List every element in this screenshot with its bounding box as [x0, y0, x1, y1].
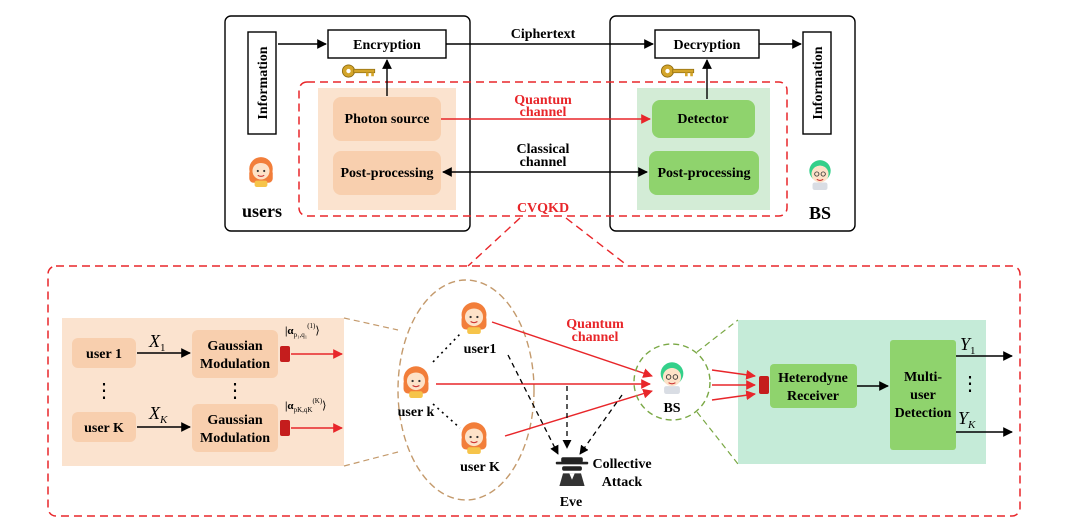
collective-attack-line1: Collective [592, 457, 651, 472]
cluster-dots-bottom [432, 403, 461, 429]
user-avatar-icon [248, 156, 274, 187]
modulation-vertical-dots: ⋮ [225, 380, 245, 402]
gaussian-modulation-1-line2: Modulation [200, 357, 270, 372]
classical-channel-label-2: channel [520, 155, 567, 170]
photon-source-box [333, 97, 441, 141]
multiuser-detection-box [890, 340, 956, 450]
qc-arrow-user1 [491, 321, 653, 378]
encryption-box [327, 29, 447, 59]
user-vertical-dots: ⋮ [94, 380, 114, 402]
quantum-channel-label-1: Quantum [514, 93, 572, 108]
gaussian-modulation-K-box [192, 404, 278, 452]
eve-tap-userK [579, 394, 623, 455]
detector-box [652, 100, 755, 138]
cvqkd-label: CVQKD [517, 201, 569, 216]
zoom-users-top [343, 317, 399, 331]
cluster-dots-top [432, 333, 461, 363]
zoom-line-right [565, 217, 629, 267]
post-processing-left-box [333, 151, 441, 195]
heterodyne-receiver-line2: Receiver [787, 389, 839, 404]
cluster-userK-label: user K [460, 460, 500, 475]
qc-arrow-userK [504, 388, 653, 437]
user-K-box [72, 412, 136, 442]
bs-panel [609, 15, 856, 232]
cluster-user1-icon [460, 301, 488, 334]
information-right-label: Information [811, 46, 826, 119]
information-right-box [802, 31, 832, 135]
alpha-1-state: |αp₁,q₁(1)⟩ [285, 322, 320, 339]
heterodyne-receiver-line1: Heterodyne [778, 371, 848, 386]
alpha-K-state: |αpK,qK(K)⟩ [285, 397, 326, 414]
zoom-line-left [467, 217, 521, 267]
cvqkd-top-dashed-frame [298, 81, 788, 217]
bottom-quantum-channel-line1: Quantum [566, 317, 624, 332]
cluster-userK-icon [460, 421, 488, 454]
bs-cluster-label: BS [663, 401, 680, 416]
classical-channel-label-1: Classical [517, 142, 570, 157]
zoom-users-bottom [343, 451, 399, 467]
decryption-label: Decryption [674, 38, 741, 53]
rx-in-arrow-3 [711, 390, 756, 401]
y1-label: Y1 [960, 334, 976, 357]
cvqkd-bottom-dashed-frame [47, 265, 1021, 517]
quantum-channel-label-2: channel [520, 105, 567, 120]
xK-label: XK [148, 403, 168, 426]
cluster-userk-icon [402, 365, 430, 398]
gaussian-modulation-1-box [192, 330, 278, 378]
bs-cluster-circle [633, 343, 711, 421]
eve-tap-user1 [507, 354, 559, 455]
cluster-userk-label: user k [398, 405, 435, 420]
gaussian-modulation-1-line1: Gaussian [207, 339, 262, 354]
bs-avatar-icon [808, 159, 832, 190]
cluster-user1-label: user1 [464, 342, 497, 357]
key-icon-right [660, 64, 695, 78]
post-processing-right-box [649, 151, 759, 195]
heterodyne-receiver-box [770, 364, 857, 408]
gaussian-modulation-K-line2: Modulation [200, 431, 270, 446]
user-K-label: user K [84, 421, 124, 436]
yK-label: YK [958, 408, 976, 431]
users-panel [224, 15, 471, 232]
ciphertext-label: Ciphertext [511, 27, 576, 42]
post-processing-left-label: Post-processing [340, 166, 433, 181]
rx-in-arrow-1 [711, 369, 756, 380]
detector-label: Detector [677, 112, 728, 127]
collective-attack-line2: Attack [602, 475, 643, 490]
users-cluster-ellipse [397, 279, 535, 501]
y-vertical-dots: ⋮ [960, 373, 980, 395]
zoom-bs-bottom [696, 411, 739, 465]
multiuser-detection-line3: Detection [895, 406, 952, 421]
post-processing-right-label: Post-processing [657, 166, 750, 181]
bottom-quantum-channel-line2: channel [572, 330, 619, 345]
zoom-bs-top [696, 319, 739, 353]
encryption-label: Encryption [353, 38, 421, 53]
laser-source-icon-1 [280, 346, 290, 362]
photon-source-label: Photon source [345, 112, 430, 127]
eve-spy-icon [555, 457, 589, 486]
laser-source-icon-K [280, 420, 290, 436]
detector-port-icon [759, 376, 769, 394]
user-1-box [72, 338, 136, 368]
information-left-box [247, 31, 277, 135]
users-label: users [242, 201, 282, 221]
key-icon-left [341, 64, 376, 78]
bs-cluster-icon [660, 361, 684, 394]
x1-label: X1 [148, 331, 166, 354]
gaussian-modulation-K-line1: Gaussian [207, 413, 262, 428]
multiuser-detection-line2: user [910, 388, 936, 403]
bs-label: BS [809, 203, 831, 223]
eve-label: Eve [560, 495, 583, 510]
information-left-label: Information [256, 46, 271, 119]
user-1-label: user 1 [86, 347, 122, 362]
multiuser-detection-line1: Multi- [904, 370, 942, 385]
decryption-box [654, 29, 760, 59]
